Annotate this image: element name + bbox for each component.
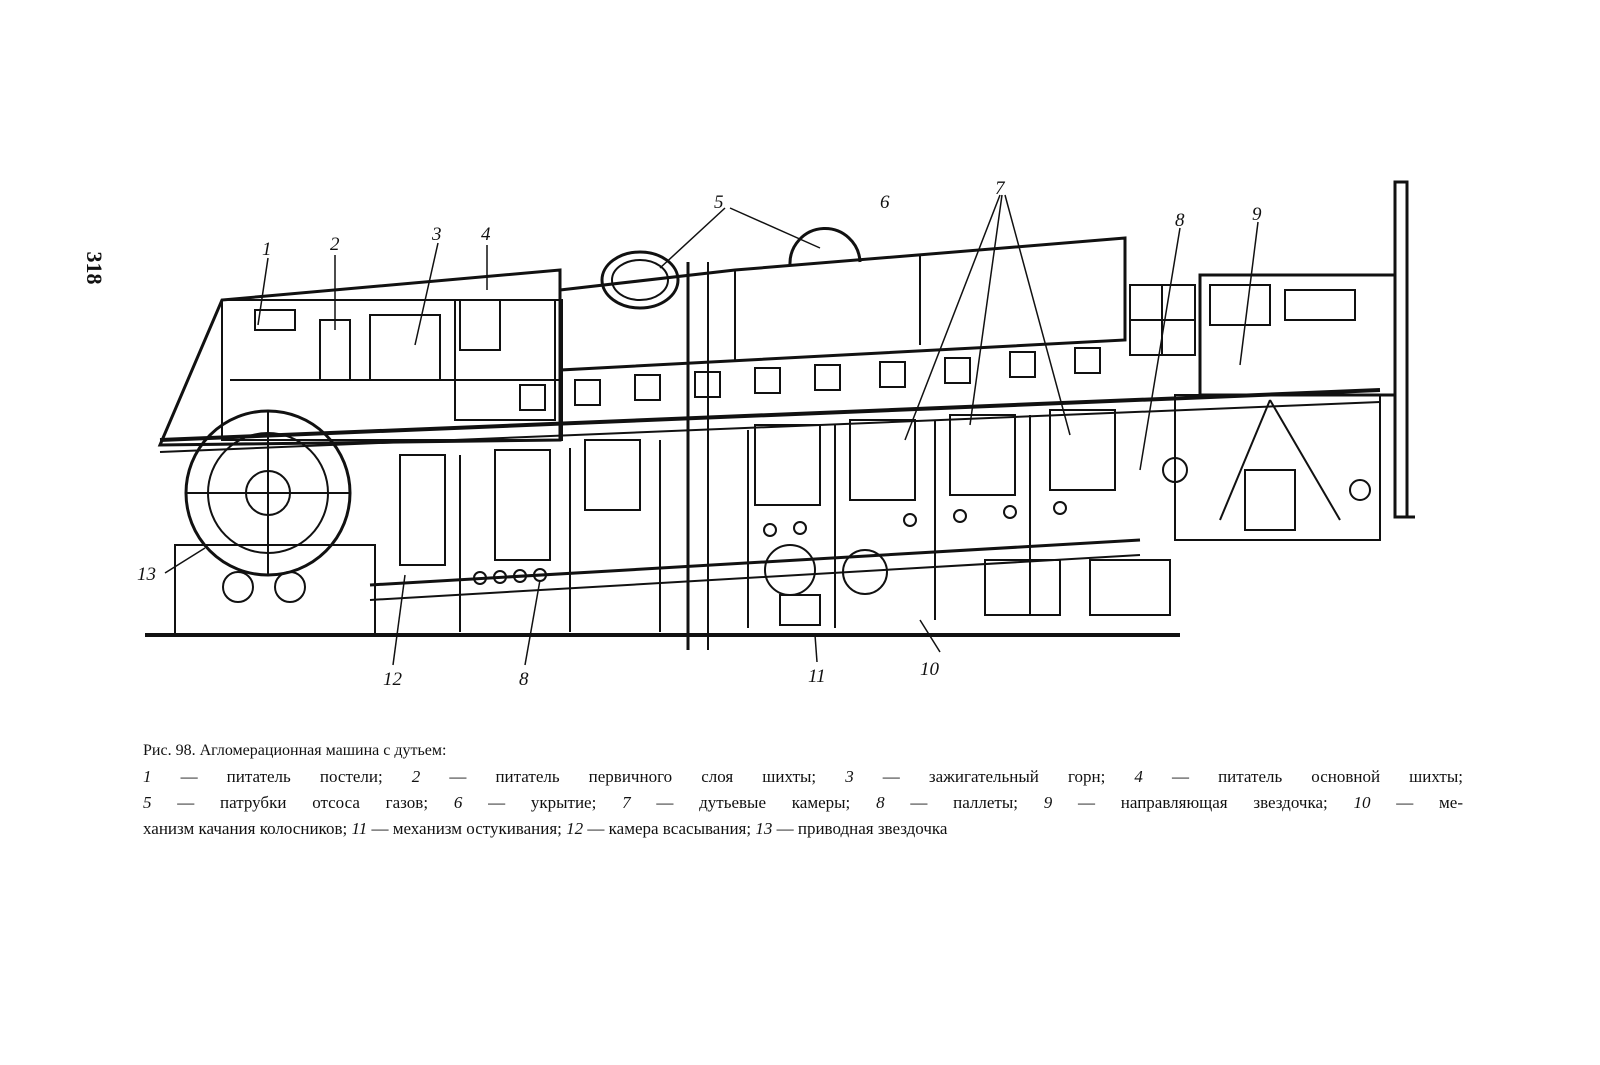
leader-lines	[164, 194, 1259, 666]
legend-text: — патрубки отсоса газов;	[151, 793, 454, 812]
legend-num: 5	[143, 793, 152, 812]
legend-text: — питатель основной шихты;	[1142, 767, 1463, 786]
callout-11: 11	[808, 666, 826, 687]
legend-line-2: 5 — патрубки отсоса газов; 6 — укрытие; …	[143, 790, 1463, 816]
legend-num: 13	[755, 819, 773, 838]
sintering-machine-diagram: 1 2 3 4 5 6 7 8 9 10 11 12 13 8	[137, 178, 1415, 690]
callout-13: 13	[137, 564, 156, 585]
legend-text: — питатель постели;	[151, 767, 412, 786]
callout-5: 5	[714, 192, 724, 213]
callout-8-top: 8	[1175, 210, 1185, 231]
callout-labels: 1 2 3 4 5 6 7 8 9 10 11 12 13 8	[137, 178, 1262, 690]
callout-7: 7	[995, 178, 1006, 199]
legend-text: — механизм остукивания;	[367, 819, 567, 838]
legend-text: — укрытие;	[462, 793, 623, 812]
legend-text: — направляющая звездочка;	[1052, 793, 1354, 812]
legend-text: — паллеты;	[884, 793, 1044, 812]
legend-num: 6	[453, 793, 463, 812]
callout-8-bottom: 8	[519, 669, 529, 690]
legend-num: 2	[411, 767, 421, 786]
legend-text: — ме-	[1370, 793, 1463, 812]
legend-text: — дутьевые камеры;	[630, 793, 877, 812]
machine-drawing	[145, 180, 1415, 650]
callout-3: 3	[431, 224, 442, 245]
legend-num: 9	[1043, 793, 1053, 812]
legend-text: — питатель первичного слоя шихты;	[420, 767, 846, 786]
figure-caption: Рис. 98. Агломерационная машина с дутьем…	[143, 738, 1463, 842]
legend-num: 10	[1353, 793, 1371, 812]
legend-num: 4	[1134, 767, 1143, 786]
legend-num: 8	[876, 793, 885, 812]
legend-text: — зажигательный горн;	[853, 767, 1135, 786]
caption-title: Рис. 98. Агломерационная машина с дутьем…	[143, 742, 447, 759]
callout-9: 9	[1252, 204, 1262, 225]
legend-num: 1	[143, 767, 152, 786]
callout-10: 10	[920, 659, 940, 680]
legend-num: 7	[622, 793, 631, 812]
callout-1: 1	[262, 239, 272, 260]
legend-line-1: 1 — питатель постели; 2 — питатель перви…	[143, 764, 1463, 790]
legend-num: 11	[351, 819, 368, 838]
legend-text: — камера всасывания;	[583, 819, 756, 838]
legend-num: 3	[845, 767, 854, 786]
callout-4: 4	[481, 224, 491, 245]
callout-2: 2	[330, 234, 340, 255]
legend-text: — приводная звездочка	[772, 819, 948, 838]
callout-12: 12	[383, 669, 403, 690]
legend-text: ханизм качания колосников;	[143, 819, 352, 838]
legend-num: 12	[566, 819, 584, 838]
callout-6: 6	[880, 192, 890, 213]
legend-line-3: ханизм качания колосников; 11 — механизм…	[143, 816, 1463, 842]
